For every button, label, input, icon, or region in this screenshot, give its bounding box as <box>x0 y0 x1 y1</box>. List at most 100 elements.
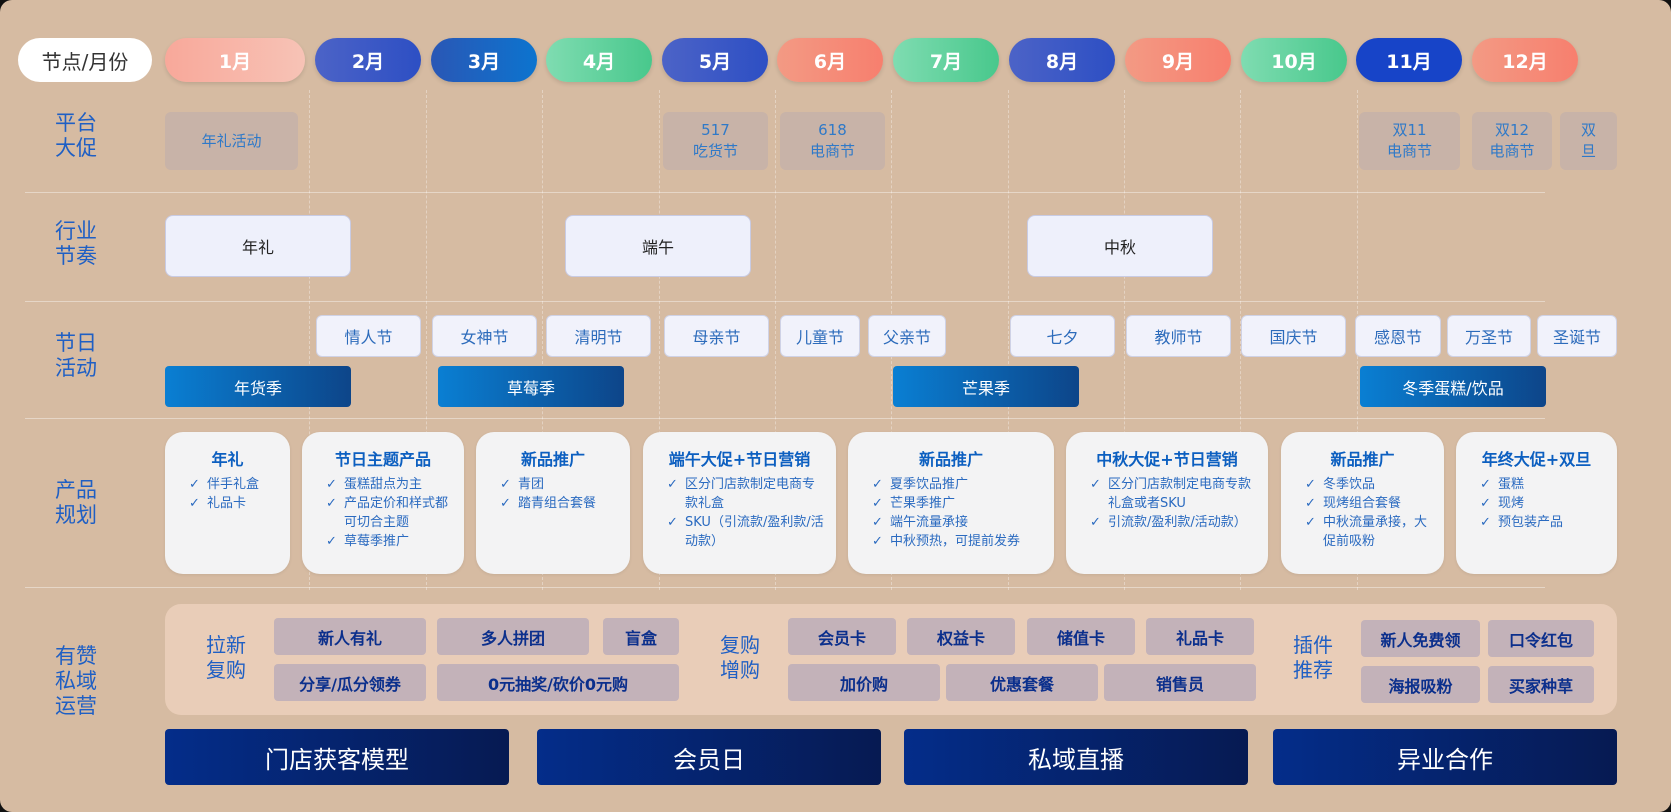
ops-btn-newcomer-gift[interactable]: 新人有礼 <box>274 618 426 655</box>
holiday-fathers-day: 父亲节 <box>868 315 946 357</box>
product-card-new-launch-summer: 新品推广 夏季饮品推广 芒果季推广 端午流量承接 中秋预热，可提前发券 <box>848 432 1054 574</box>
product-card-title: 年终大促+双旦 <box>1481 450 1592 469</box>
row-label-platform: 平台 大促 <box>55 111 97 160</box>
month-mar: 3月 <box>431 38 537 82</box>
month-sep: 9月 <box>1125 38 1231 82</box>
ops-btn-share-coupon[interactable]: 分享/瓜分领券 <box>274 664 426 701</box>
ops-btn-benefit-card[interactable]: 权益卡 <box>907 618 1015 655</box>
ops-btn-member-card[interactable]: 会员卡 <box>788 618 896 655</box>
product-card-item: 区分门店款制定电商专款礼盒 <box>667 475 826 513</box>
holiday-childrens-day: 儿童节 <box>780 315 860 357</box>
ops-group-label-acquire: 拉新 复购 <box>206 633 246 682</box>
product-card-title: 新品推广 <box>918 450 983 469</box>
month-oct: 10月 <box>1241 38 1347 82</box>
product-card-item: 夏季饮品推广 <box>872 475 1044 494</box>
holiday-mothers-day: 母亲节 <box>664 315 769 357</box>
ops-btn-gift-card[interactable]: 礼品卡 <box>1146 618 1254 655</box>
product-card-title: 年礼 <box>211 450 244 469</box>
promo-double-holiday: 双 旦 <box>1560 112 1617 170</box>
product-card-item: 现烤 <box>1480 494 1607 513</box>
month-nov: 11月 <box>1356 38 1462 82</box>
product-card-item: 端午流量承接 <box>872 513 1044 532</box>
ops-btn-poster-fans[interactable]: 海报吸粉 <box>1361 666 1480 703</box>
product-card-item: 青团 <box>500 475 620 494</box>
product-card-item: 现烤组合套餐 <box>1305 494 1434 513</box>
season-strawberry: 草莓季 <box>438 366 624 407</box>
product-card-new-year-gift: 年礼 伴手礼盒 礼品卡 <box>165 432 290 574</box>
ops-btn-salesperson[interactable]: 销售员 <box>1104 664 1256 701</box>
row-label-industry: 行业 节奏 <box>55 219 97 268</box>
ops-btn-password-red-packet[interactable]: 口令红包 <box>1488 620 1594 657</box>
product-card-item: 中秋流量承接，大促前吸粉 <box>1305 513 1434 551</box>
product-card-item: 蛋糕甜点为主 <box>326 475 454 494</box>
product-card-dragon-boat-promo: 端午大促+节日营销 区分门店款制定电商专款礼盒 SKU（引流款/盈利款/活动款） <box>643 432 836 574</box>
promo-double-11: 双11 电商节 <box>1359 112 1460 170</box>
column-divider <box>309 90 310 590</box>
product-card-item: 产品定价和样式都可切合主题 <box>326 494 454 532</box>
ops-btn-stored-value-card[interactable]: 储值卡 <box>1027 618 1135 655</box>
holiday-halloween: 万圣节 <box>1447 315 1531 357</box>
holiday-christmas: 圣诞节 <box>1537 315 1617 357</box>
rhythm-dragon-boat: 端午 <box>565 215 751 277</box>
product-card-item: 草莓季推广 <box>326 532 454 551</box>
product-card-item: 冬季饮品 <box>1305 475 1434 494</box>
month-jan: 1月 <box>165 38 305 82</box>
promo-618: 618 电商节 <box>780 112 885 170</box>
month-may: 5月 <box>662 38 768 82</box>
season-mango: 芒果季 <box>893 366 1079 407</box>
ops-btn-free-newcomer[interactable]: 新人免费领 <box>1361 620 1480 657</box>
product-card-item: 芒果季推广 <box>872 494 1044 513</box>
column-divider <box>1008 90 1009 590</box>
ops-group-label-repurchase: 复购 增购 <box>720 633 760 682</box>
ops-group-label-plugins: 插件 推荐 <box>1293 633 1333 682</box>
product-card-title: 新品推广 <box>1330 450 1395 469</box>
row-divider <box>25 418 1545 419</box>
product-card-item: 区分门店款制定电商专款礼盒或者SKU <box>1090 475 1258 513</box>
bar-cross-industry-partnership[interactable]: 异业合作 <box>1273 729 1617 785</box>
promo-517: 517 吃货节 <box>663 112 768 170</box>
product-card-new-launch-spring: 新品推广 青团 踏青组合套餐 <box>476 432 630 574</box>
column-divider <box>1124 90 1125 590</box>
bar-member-day[interactable]: 会员日 <box>537 729 881 785</box>
product-card-item: 礼品卡 <box>189 494 280 513</box>
holiday-valentines: 情人节 <box>316 315 421 357</box>
product-card-holiday-theme: 节日主题产品 蛋糕甜点为主 产品定价和样式都可切合主题 草莓季推广 <box>302 432 464 574</box>
product-card-item: 踏青组合套餐 <box>500 494 620 513</box>
column-divider <box>659 90 660 590</box>
row-divider <box>25 301 1545 302</box>
column-divider <box>775 90 776 590</box>
row-divider <box>25 587 1545 588</box>
ops-btn-zero-lottery[interactable]: 0元抽奖/砍价0元购 <box>437 664 679 701</box>
row-label-product: 产品 规划 <box>55 478 97 527</box>
product-card-title: 端午大促+节日营销 <box>668 450 811 469</box>
season-winter-cake-drinks: 冬季蛋糕/饮品 <box>1360 366 1546 407</box>
holiday-qingming: 清明节 <box>546 315 651 357</box>
row-label-holiday: 节日 活动 <box>55 331 97 380</box>
column-divider <box>542 90 543 590</box>
ops-btn-blind-box[interactable]: 盲盒 <box>603 618 679 655</box>
month-jun: 6月 <box>777 38 883 82</box>
month-feb: 2月 <box>315 38 421 82</box>
product-card-item: 引流款/盈利款/活动款） <box>1090 513 1258 532</box>
ops-btn-add-on-purchase[interactable]: 加价购 <box>788 664 940 701</box>
month-apr: 4月 <box>546 38 652 82</box>
row-divider <box>25 192 1545 193</box>
bar-store-acquisition-model[interactable]: 门店获客模型 <box>165 729 509 785</box>
season-new-year-goods: 年货季 <box>165 366 351 407</box>
holiday-teachers-day: 教师节 <box>1126 315 1231 357</box>
ops-btn-discount-bundle[interactable]: 优惠套餐 <box>946 664 1098 701</box>
bar-private-live-stream[interactable]: 私域直播 <box>904 729 1248 785</box>
column-divider <box>1240 90 1241 590</box>
holiday-qixi: 七夕 <box>1010 315 1115 357</box>
ops-btn-group-buy[interactable]: 多人拼团 <box>437 618 589 655</box>
ops-btn-buyer-seeding[interactable]: 买家种草 <box>1488 666 1594 703</box>
product-card-title: 中秋大促+节日营销 <box>1096 450 1238 469</box>
month-dec: 12月 <box>1472 38 1578 82</box>
promo-new-year-gift: 年礼活动 <box>165 112 298 170</box>
product-card-item: 预包装产品 <box>1480 513 1607 532</box>
holiday-womens-day: 女神节 <box>432 315 537 357</box>
row-label-ops: 有赞 私域 运营 <box>55 643 97 718</box>
product-card-item: 中秋预热，可提前发券 <box>872 532 1044 551</box>
rhythm-mid-autumn: 中秋 <box>1027 215 1213 277</box>
